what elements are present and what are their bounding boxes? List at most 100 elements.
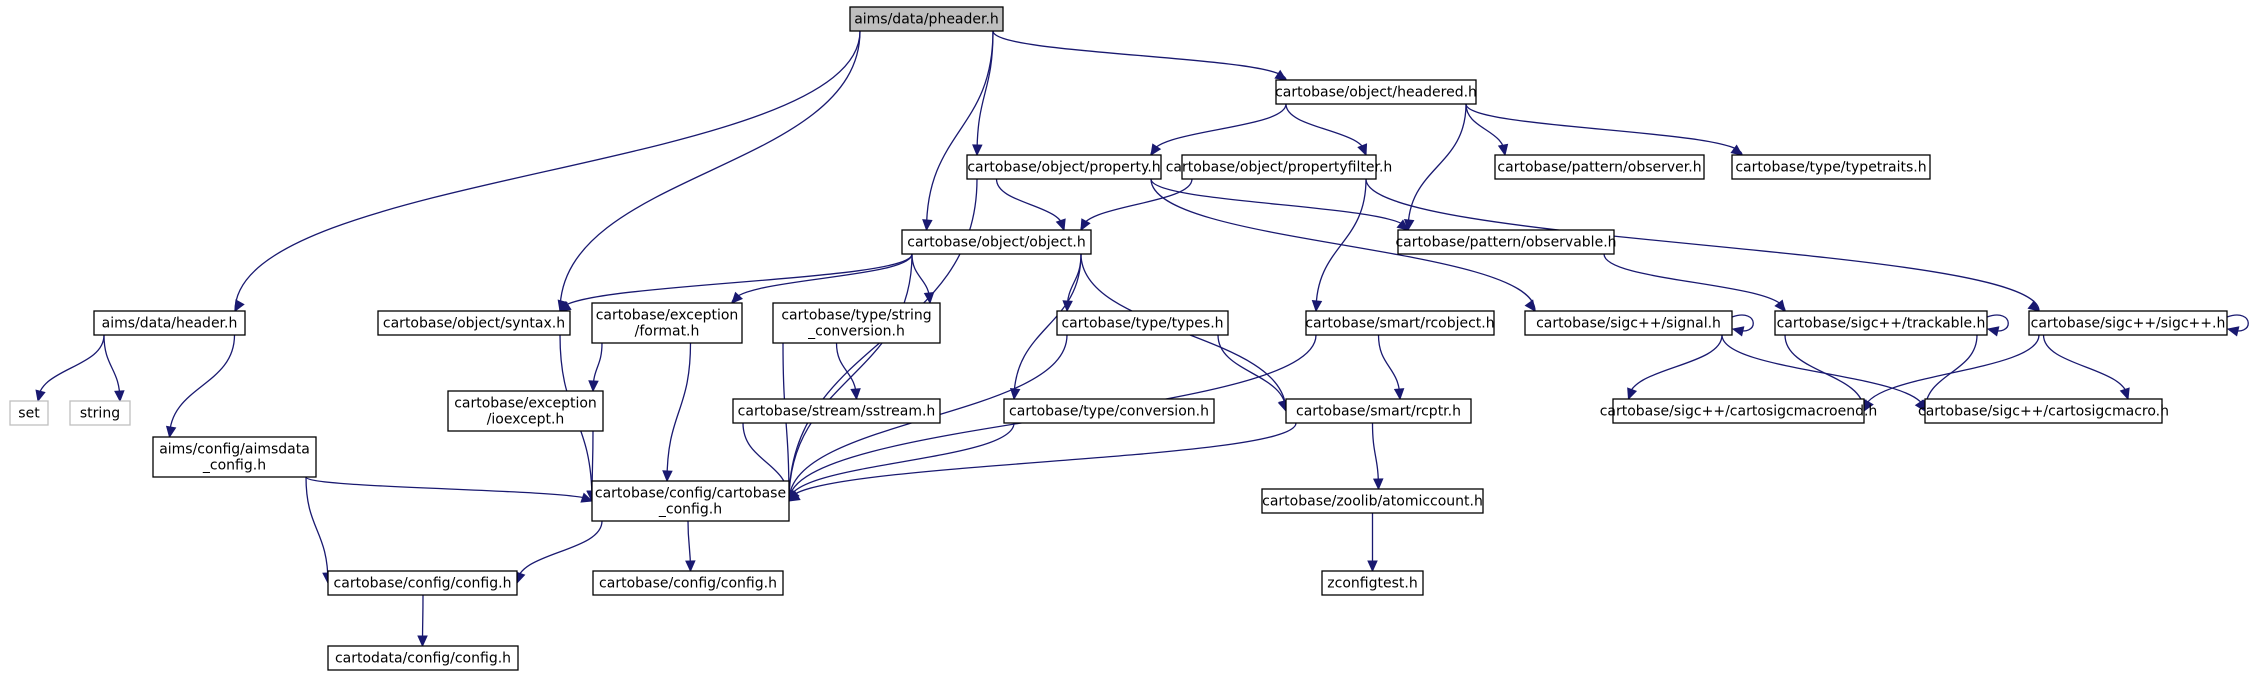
- node-zconfigtest-label: zconfigtest.h: [1327, 576, 1417, 592]
- node-string-box: [69, 400, 131, 426]
- edge-aimsdata_config-to-cartobase_config-line: [305, 476, 593, 502]
- edge-observable-to-trackable-line: [1603, 253, 1786, 312]
- node-string[interactable]: string: [69, 400, 131, 426]
- node-config_b-box: [592, 570, 784, 596]
- edge-headered-to-observable: [1403, 103, 1467, 232]
- edge-config_a-to-cartodata_config: [417, 594, 428, 648]
- node-headered[interactable]: cartobase/object/headered.h: [1275, 79, 1477, 105]
- node-zconfigtest[interactable]: zconfigtest.h: [1321, 570, 1424, 596]
- edge-headered-to-observer-arrowhead: [1497, 143, 1509, 157]
- edge-trackable-to-trackable: [1986, 314, 2009, 337]
- node-trackable-box: [1774, 310, 1988, 336]
- node-conversion-label: cartobase/type/conversion.h: [1009, 404, 1209, 420]
- node-ioexcept-label: cartobase/exception: [454, 396, 597, 412]
- node-sigcpp[interactable]: cartobase/sigc++/sigc++.h: [2028, 310, 2228, 336]
- node-cartodata_config[interactable]: cartodata/config/config.h: [327, 645, 519, 671]
- edge-propertyfilter-to-object-arrowhead: [1080, 218, 1091, 232]
- edge-header-to-set: [35, 334, 105, 403]
- edge-pheader-to-header-line: [234, 30, 861, 312]
- edge-property-to-object-line: [995, 178, 1065, 231]
- node-cartosigcmacroend-box: [1612, 398, 1865, 424]
- node-typetraits-label: cartobase/type/typetraits.h: [1735, 160, 1926, 176]
- edge-object-to-syntax-line: [559, 253, 913, 312]
- node-property-label: cartobase/object/property.h: [967, 160, 1160, 176]
- edge-object-to-string_conversion-arrowhead: [923, 292, 935, 305]
- edge-pheader-to-property-line: [976, 30, 994, 156]
- edge-headered-to-propertyfilter-line: [1285, 103, 1367, 156]
- node-string_conversion[interactable]: cartobase/type/string_conversion.h: [772, 302, 941, 344]
- node-cartosigcmacro[interactable]: cartobase/sigc++/cartosigcmacro.h: [1918, 398, 2169, 424]
- node-format-label: /format.h: [635, 324, 700, 340]
- edge-object-to-format: [731, 253, 913, 304]
- edge-property-to-signal: [1150, 178, 1536, 312]
- node-config_b[interactable]: cartobase/config/config.h: [592, 570, 784, 596]
- node-cartosigcmacro-label: cartobase/sigc++/cartosigcmacro.h: [1918, 404, 2169, 420]
- edge-cartobase_config-to-config_b-arrowhead: [685, 560, 696, 573]
- node-format[interactable]: cartobase/exception/format.h: [591, 302, 743, 344]
- node-rcobject-label: cartobase/smart/rcobject.h: [1305, 316, 1494, 332]
- edge-header-to-aimsdata_config: [165, 334, 236, 439]
- node-observable[interactable]: cartobase/pattern/observable.h: [1395, 229, 1617, 255]
- node-rcptr[interactable]: cartobase/smart/rcptr.h: [1285, 398, 1472, 424]
- edge-cartobase_config-to-config_a: [515, 520, 603, 585]
- edge-rcobject-to-rcptr: [1377, 334, 1405, 401]
- edge-header-to-aimsdata_config-arrowhead: [165, 425, 177, 439]
- edge-format-to-cartobase_config: [662, 342, 692, 483]
- node-cartosigcmacroend[interactable]: cartobase/sigc++/cartosigcmacroend.h: [1600, 398, 1878, 424]
- node-signal-label: cartobase/sigc++/signal.h: [1536, 316, 1721, 332]
- node-trackable[interactable]: cartobase/sigc++/trackable.h: [1774, 310, 1988, 336]
- edge-format-to-ioexcept-arrowhead: [588, 380, 599, 393]
- node-string_conversion-box: [772, 302, 941, 344]
- node-ioexcept-label: /ioexcept.h: [487, 412, 565, 428]
- edge-header-to-aimsdata_config-line: [168, 334, 236, 438]
- node-pheader[interactable]: aims/data/pheader.h: [849, 6, 1004, 32]
- node-zconfigtest-box: [1321, 570, 1424, 596]
- node-types-box: [1056, 310, 1229, 336]
- node-propertyfilter[interactable]: cartobase/object/propertyfilter.h: [1166, 154, 1393, 180]
- edge-headered-to-typetraits: [1465, 103, 1743, 156]
- node-header-label: aims/data/header.h: [102, 316, 238, 332]
- node-syntax-box: [377, 310, 571, 336]
- edge-headered-to-property-arrowhead: [1150, 143, 1162, 157]
- edge-sigcpp-to-sigcpp: [2226, 314, 2249, 337]
- node-syntax[interactable]: cartobase/object/syntax.h: [377, 310, 571, 336]
- node-signal[interactable]: cartobase/sigc++/signal.h: [1524, 310, 1733, 336]
- node-property[interactable]: cartobase/object/property.h: [966, 154, 1162, 180]
- node-header[interactable]: aims/data/header.h: [93, 310, 246, 336]
- edge-types-to-rcptr-line: [1217, 334, 1287, 412]
- node-cartobase_config[interactable]: cartobase/config/cartobase_config.h: [591, 480, 790, 522]
- edge-header-to-set-line: [37, 334, 105, 402]
- node-observer[interactable]: cartobase/pattern/observer.h: [1494, 154, 1705, 180]
- edge-headered-to-typetraits-line: [1465, 103, 1743, 156]
- node-propertyfilter-label: cartobase/object/propertyfilter.h: [1166, 160, 1393, 176]
- node-string_conversion-label: cartobase/type/string: [781, 308, 931, 324]
- edge-rcptr-to-atomiccount-arrowhead: [1372, 478, 1384, 491]
- node-cartodata_config-label: cartodata/config/config.h: [335, 651, 511, 667]
- node-set[interactable]: set: [9, 400, 49, 426]
- node-sstream[interactable]: cartobase/stream/sstream.h: [732, 398, 941, 424]
- node-rcobject[interactable]: cartobase/smart/rcobject.h: [1305, 310, 1495, 336]
- edge-rcobject-to-rcptr-arrowhead: [1393, 388, 1405, 401]
- edge-conversion-to-cartobase_config-line: [788, 422, 1015, 502]
- edge-pheader-to-object-line: [925, 30, 994, 231]
- edge-pheader-to-headered-line: [992, 30, 1287, 81]
- edge-header-to-set-arrowhead: [35, 389, 46, 403]
- edge-conversion-to-cartobase_config: [788, 422, 1015, 502]
- node-atomiccount[interactable]: cartobase/zoolib/atomiccount.h: [1261, 488, 1484, 514]
- node-types[interactable]: cartobase/type/types.h: [1056, 310, 1229, 336]
- node-sstream-label: cartobase/stream/sstream.h: [738, 404, 936, 420]
- edge-propertyfilter-to-sigcpp: [1365, 178, 2040, 312]
- node-sstream-box: [732, 398, 941, 424]
- edge-signal-to-cartosigcmacroend-line: [1627, 334, 1723, 400]
- node-config_a[interactable]: cartobase/config/config.h: [327, 570, 518, 596]
- node-object[interactable]: cartobase/object/object.h: [901, 229, 1092, 255]
- node-ioexcept[interactable]: cartobase/exception/ioexcept.h: [447, 390, 604, 432]
- edge-pheader-to-object: [922, 30, 994, 232]
- edge-propertyfilter-to-object: [1080, 178, 1193, 232]
- node-typetraits[interactable]: cartobase/type/typetraits.h: [1731, 154, 1931, 180]
- node-aimsdata_config[interactable]: aims/config/aimsdata_config.h: [152, 436, 317, 478]
- node-conversion[interactable]: cartobase/type/conversion.h: [1003, 398, 1215, 424]
- node-rcptr-box: [1285, 398, 1472, 424]
- edge-pheader-to-property: [972, 30, 994, 157]
